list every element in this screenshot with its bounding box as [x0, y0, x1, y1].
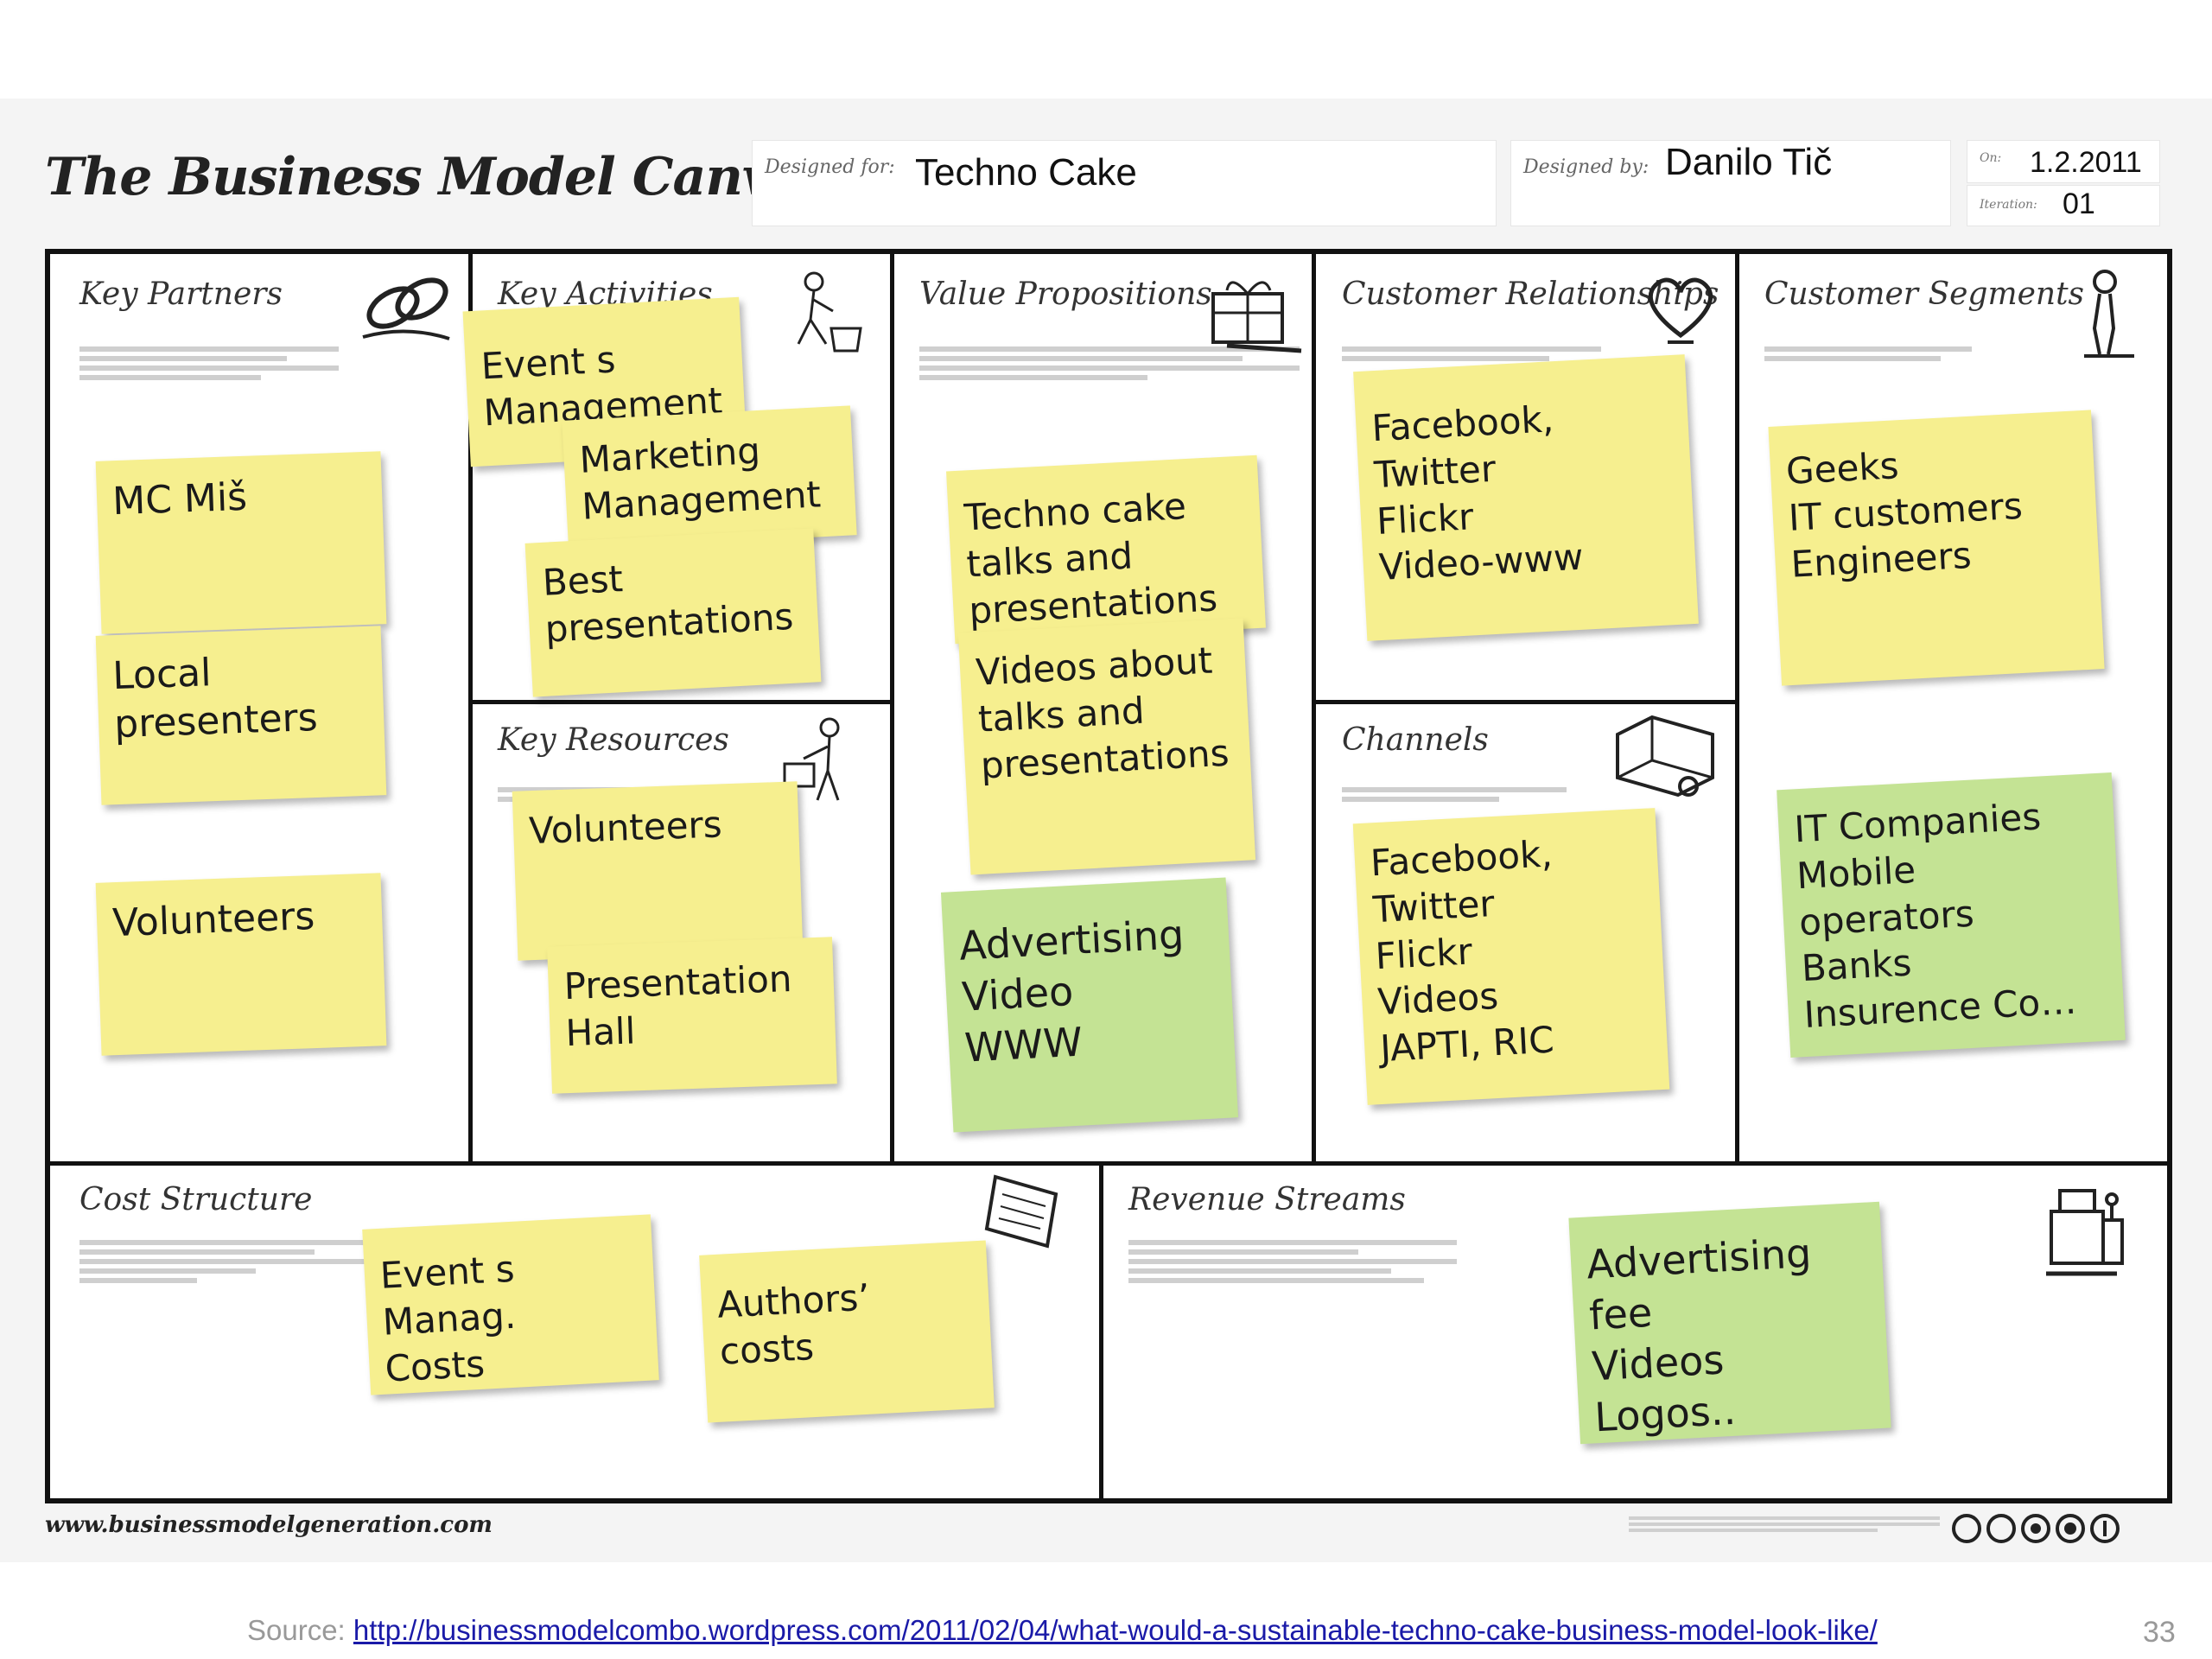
source-label: Source: [247, 1614, 346, 1646]
designed-by-value: Danilo Tič [1665, 141, 1833, 183]
heart-icon [1648, 277, 1713, 344]
person-icon [2084, 270, 2134, 358]
divider [1312, 254, 1316, 1161]
license-fine-print [1629, 1514, 1940, 1535]
revenue-streams-title: Revenue Streams [1128, 1182, 1406, 1217]
truck-icon [1616, 715, 1714, 798]
key-partners-title: Key Partners [79, 276, 283, 312]
iteration-value: 01 [2063, 188, 2095, 220]
sticky-note-facebook-twitter-channels: Facebook, Twitter Flickr Videos JAPTI, R… [1352, 808, 1670, 1105]
divider [1099, 1161, 1103, 1498]
revenue-streams-hint [1128, 1236, 1457, 1287]
worker-icon [783, 717, 840, 801]
sticky-note-best-presentations: Best presentations [524, 528, 822, 697]
divider [50, 1161, 2167, 1166]
page-number: 33 [2143, 1616, 2176, 1649]
divider [1312, 700, 1739, 704]
creative-commons-icons [1952, 1514, 2120, 1543]
cash-register-icon [2046, 1189, 2124, 1276]
sticky-note-videos-about-talks: Videos about talks and presentations [957, 618, 1256, 875]
customer-segments-hint [1764, 342, 1972, 365]
canvas-title: The Business Model Canvas [45, 147, 834, 207]
designed-for-label: Designed for: [765, 156, 895, 178]
sticky-note-it-companies: IT Companies Mobile operators Banks Insu… [1777, 772, 2126, 1058]
cost-structure-hint [79, 1236, 373, 1287]
sticky-note-local-presenters: Local presenters [95, 626, 387, 805]
source-line: Source: http://businessmodelcombo.wordpr… [247, 1614, 1878, 1647]
iteration-label: Iteration: [1980, 198, 2037, 212]
price-tag-icon [984, 1174, 1058, 1249]
date-label: On: [1980, 151, 2002, 165]
value-propositions-hint [919, 342, 1300, 385]
customer-segments-title: Customer Segments [1764, 276, 2085, 312]
customer-relationships-hint [1342, 342, 1601, 365]
sticky-note-volunteers-partners: Volunteers [95, 873, 387, 1056]
iteration-box: Iteration: 01 [1967, 185, 2160, 226]
designed-for-box: Designed for: Techno Cake [752, 140, 1497, 226]
sticky-note-facebook-twitter-relationships: Facebook, Twitter Flickr Video-www [1353, 354, 1699, 641]
divider [468, 254, 473, 1161]
divider [1735, 254, 1739, 1161]
sticky-note-mc-mis: MC Miš [95, 451, 387, 634]
sticky-note-advertising-video-www: Advertising Video WWW [940, 877, 1239, 1133]
divider [468, 700, 894, 704]
date-value: 1.2.2011 [2030, 146, 2142, 179]
sticky-note-advertising-fee: Advertising fee Videos Logos.. [1568, 1201, 1891, 1445]
chain-link-icon [362, 277, 450, 340]
channels-hint [1342, 783, 1567, 806]
sticky-note-geeks: Geeks IT customers Engineers [1768, 410, 2105, 686]
sticky-note-techno-cake-talks: Techno cake talks and presentations [946, 454, 1266, 645]
sticky-note-authors-costs: Authors’ costs [699, 1240, 995, 1423]
value-propositions-title: Value Propositions [919, 276, 1212, 312]
gift-icon [1211, 281, 1302, 353]
footer-site: www.businessmodelgeneration.com [45, 1512, 493, 1538]
date-box: On: 1.2.2011 [1967, 140, 2160, 183]
cost-structure-title: Cost Structure [79, 1182, 313, 1217]
worker-icon [797, 271, 862, 353]
divider [890, 254, 894, 1161]
sticky-note-presentation-hall: Presentation Hall [547, 937, 837, 1094]
sticky-note-event-management-costs: Event s Manag. Costs [362, 1214, 659, 1395]
designed-for-value: Techno Cake [915, 151, 1137, 194]
source-link[interactable]: http://businessmodelcombo.wordpress.com/… [353, 1614, 1878, 1646]
sticky-note-volunteers-resources: Volunteers [512, 781, 804, 961]
key-resources-title: Key Resources [498, 722, 729, 758]
designed-by-label: Designed by: [1523, 156, 1649, 178]
channels-title: Channels [1342, 722, 1489, 758]
designed-by-box: Designed by: Danilo Tič [1510, 140, 1951, 226]
key-partners-hint [79, 342, 339, 385]
